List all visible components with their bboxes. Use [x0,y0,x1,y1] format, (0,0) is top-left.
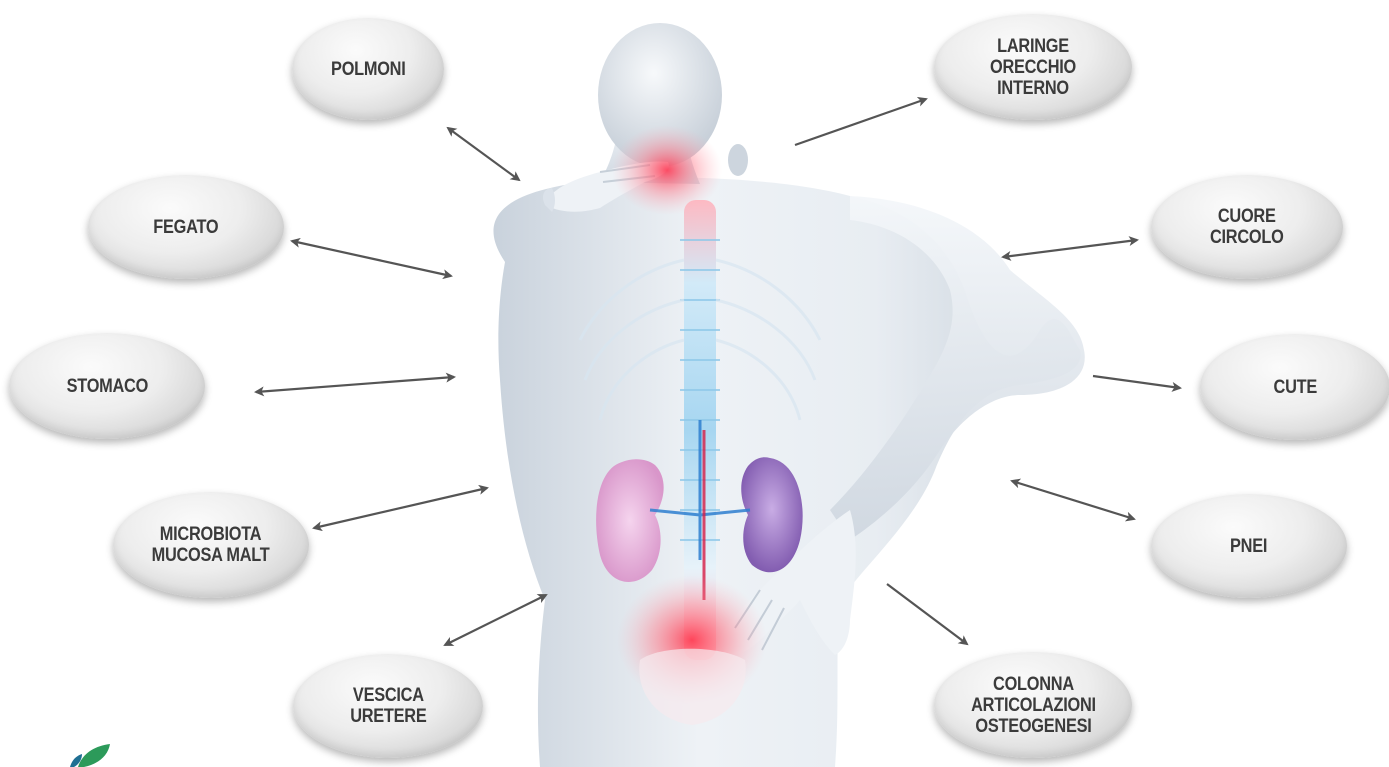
label-laringe: LARINGE ORECCHIO INTERNO [990,36,1076,99]
arrow-pnei [1012,481,1134,519]
arrow-cute [1093,376,1180,388]
label-microbiota: MICROBIOTA MUCOSA MALT [152,524,270,566]
bubble-cute: CUTE [1200,334,1389,440]
arrow-microbiota [314,488,487,528]
arrow-laringe [795,99,926,145]
arrow-cuore [1003,240,1137,257]
bubble-polmoni: POLMONI [292,18,444,120]
arrow-vescica [445,595,546,645]
bubble-cuore: CUORE CIRCOLO [1151,175,1343,279]
label-cute: CUTE [1273,377,1316,398]
bubble-fegato: FEGATO [88,175,284,279]
bubble-colonna: COLONNA ARTICOLAZIONI OSTEOGENESI [934,652,1132,758]
bubble-microbiota: MICROBIOTA MUCOSA MALT [113,492,309,598]
label-vescica: VESCICA URETERE [350,685,426,727]
bubble-stomaco: STOMACO [9,333,205,439]
arrow-fegato [292,241,451,276]
bubble-vescica: VESCICA URETERE [293,654,483,758]
label-cuore: CUORE CIRCOLO [1210,206,1284,248]
label-stomaco: STOMACO [66,376,147,397]
arrow-colonna [887,584,967,644]
label-fegato: FEGATO [153,217,218,238]
arrow-stomaco [256,377,454,392]
label-colonna: COLONNA ARTICOLAZIONI OSTEOGENESI [971,674,1096,737]
label-polmoni: POLMONI [331,59,405,80]
bubble-laringe: LARINGE ORECCHIO INTERNO [934,14,1132,120]
arrow-polmoni [448,128,519,180]
bubble-pnei: PNEI [1151,494,1347,598]
leaf-logo-icon [62,742,122,767]
label-pnei: PNEI [1230,536,1267,557]
